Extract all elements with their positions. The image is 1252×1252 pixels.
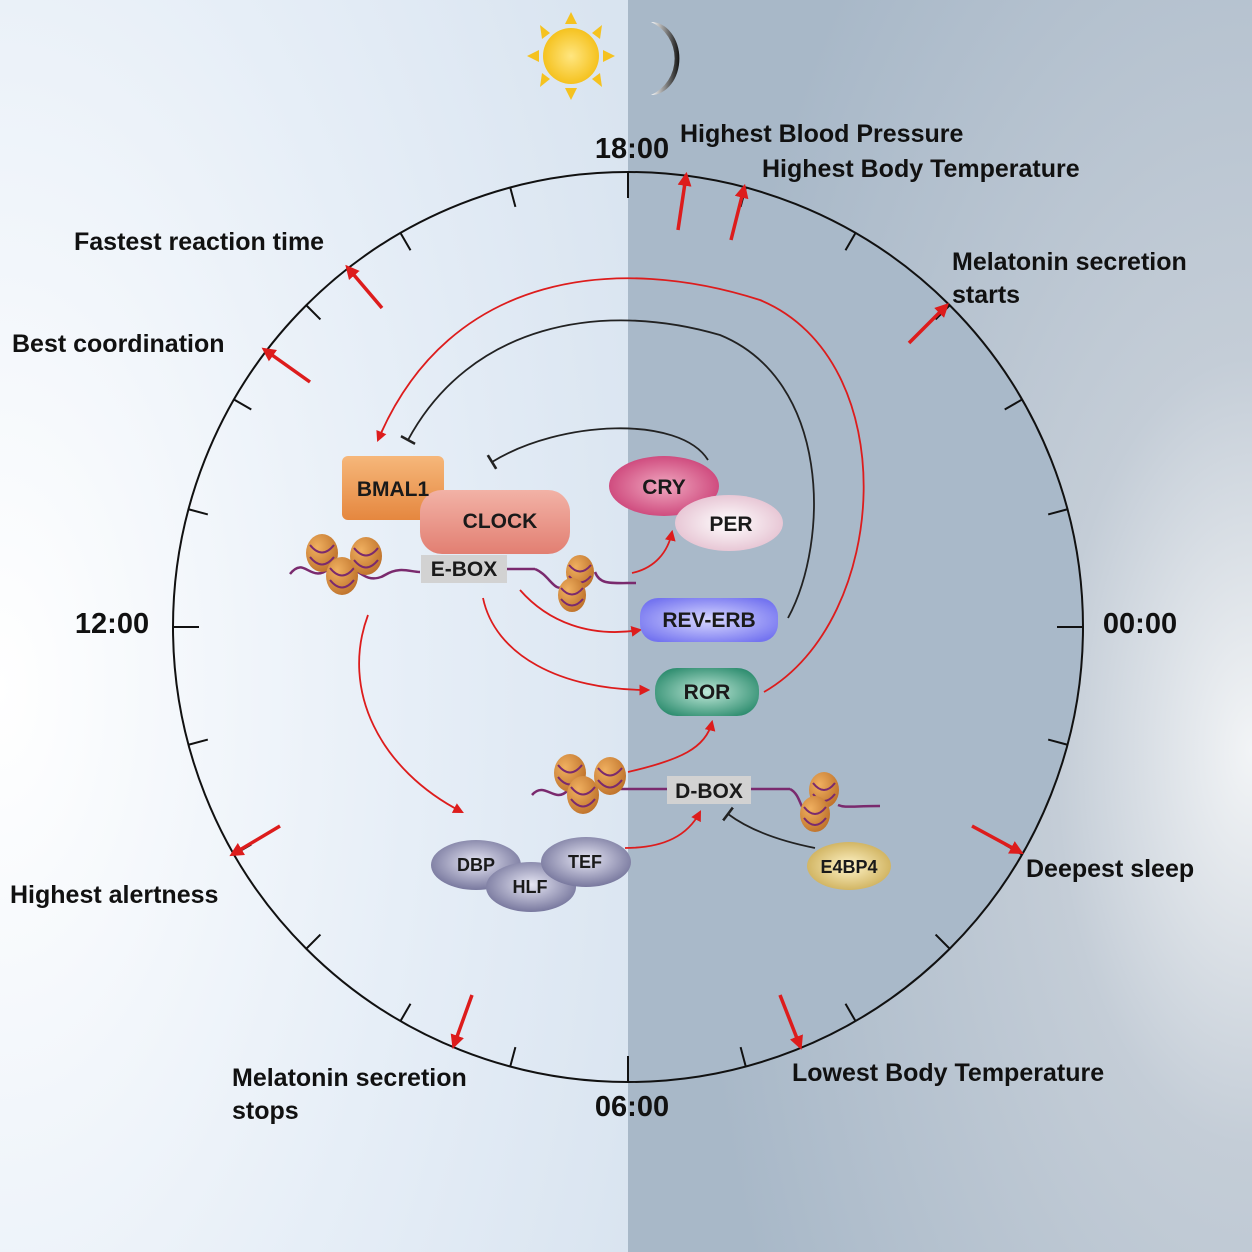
- e4bp4-protein: [807, 842, 891, 890]
- night-half-disc: [628, 172, 1083, 1082]
- feedback-arcs: [376, 277, 865, 693]
- clock-tick: [844, 1003, 857, 1022]
- ebox-to-reverb-arrow: [519, 589, 643, 637]
- event-arrow: [261, 347, 312, 384]
- tef-label: TEF: [568, 852, 602, 872]
- event-best-coordination: Best coordination: [12, 330, 225, 358]
- ebox-label: E-BOX: [431, 558, 498, 581]
- clock-tick: [509, 187, 517, 208]
- clock-label: CLOCK: [463, 510, 538, 533]
- event-melatonin-starts: Melatonin secretion: [952, 248, 1187, 276]
- clock-tick: [1004, 398, 1023, 411]
- event-arrow: [676, 171, 692, 231]
- dbp-label: DBP: [457, 855, 495, 875]
- cry-protein: [609, 456, 719, 516]
- clock-tick: [1047, 508, 1068, 516]
- per-label: PER: [709, 513, 752, 536]
- clock-tick: [188, 738, 209, 746]
- event-lowest-body-temperature: Lowest Body Temperature: [792, 1059, 1104, 1087]
- event-arrow: [345, 264, 384, 310]
- reverb-repress-bmal1: [400, 319, 815, 619]
- event-arrow: [229, 824, 281, 857]
- clock-tick: [305, 933, 322, 950]
- clock-protein: [420, 490, 570, 554]
- event-highest-blood-pressure: Highest Blood Pressure: [680, 120, 963, 148]
- ebox-chromatin: [289, 534, 637, 612]
- ebox-element: [421, 555, 507, 583]
- ebox-to-ror-arrow: [482, 597, 651, 696]
- ror-to-bmal1-arrow: [376, 277, 865, 693]
- bmal1-protein: [342, 456, 444, 520]
- e4bp4-label: E4BP4: [820, 857, 877, 877]
- ror-protein: [655, 668, 759, 716]
- cry-repress-clock: [486, 427, 709, 470]
- rev-erb-label: REV-ERB: [662, 609, 755, 632]
- clock-tick: [305, 304, 322, 321]
- time-label-00: 00:00: [1103, 608, 1177, 640]
- ebox-to-cry-arrow: [631, 529, 676, 574]
- event-arrow: [971, 824, 1024, 855]
- clock-tick: [399, 232, 412, 251]
- sun-icon: [527, 12, 615, 100]
- ror-label: ROR: [684, 681, 731, 704]
- par-to-dbox-arrow: [624, 810, 702, 849]
- dbox-element: [667, 776, 751, 804]
- event-fastest-reaction: Fastest reaction time: [74, 228, 324, 256]
- time-label-12: 12:00: [75, 608, 149, 640]
- rev-erb-protein: [640, 598, 778, 642]
- cry-label: CRY: [642, 476, 686, 499]
- event-arrows: [229, 171, 1024, 1050]
- event-melatonin-stops: Melatonin secretion: [232, 1064, 467, 1092]
- event-arrow: [450, 994, 474, 1049]
- clock-tick: [399, 1003, 412, 1022]
- moon-icon: [651, 22, 680, 95]
- event-melatonin-starts-2: starts: [952, 281, 1020, 309]
- tef-protein: [541, 837, 631, 887]
- event-highest-alertness: Highest alertness: [10, 881, 218, 909]
- event-arrow: [907, 303, 949, 345]
- event-arrow: [729, 183, 749, 241]
- dbox-chromatin: [531, 754, 881, 832]
- e4bp4-repress-dbox: [722, 806, 816, 849]
- clock-tick: [188, 508, 209, 516]
- per-protein: [675, 495, 783, 551]
- time-label-06: 06:00: [595, 1091, 669, 1123]
- event-melatonin-stops-2: stops: [232, 1097, 299, 1125]
- ebox-activation-arrows: [358, 529, 676, 813]
- clock-tick: [739, 1046, 747, 1067]
- bmal1-label: BMAL1: [357, 478, 430, 501]
- time-label-18: 18:00: [595, 133, 669, 165]
- event-highest-body-temperature: Highest Body Temperature: [762, 155, 1080, 183]
- dbox-label: D-BOX: [675, 780, 743, 803]
- event-arrow: [778, 994, 803, 1050]
- clock-tick: [1047, 738, 1068, 746]
- event-deepest-sleep: Deepest sleep: [1026, 855, 1194, 883]
- ebox-to-par-arrow: [358, 614, 464, 813]
- clock-tick: [844, 232, 857, 251]
- hlf-label: HLF: [513, 877, 548, 897]
- clock-tick: [934, 933, 951, 950]
- dbox-to-ror-arrow: [627, 719, 716, 773]
- clock-tick: [509, 1046, 517, 1067]
- day-background: [0, 0, 628, 1252]
- clock-tick: [233, 398, 252, 411]
